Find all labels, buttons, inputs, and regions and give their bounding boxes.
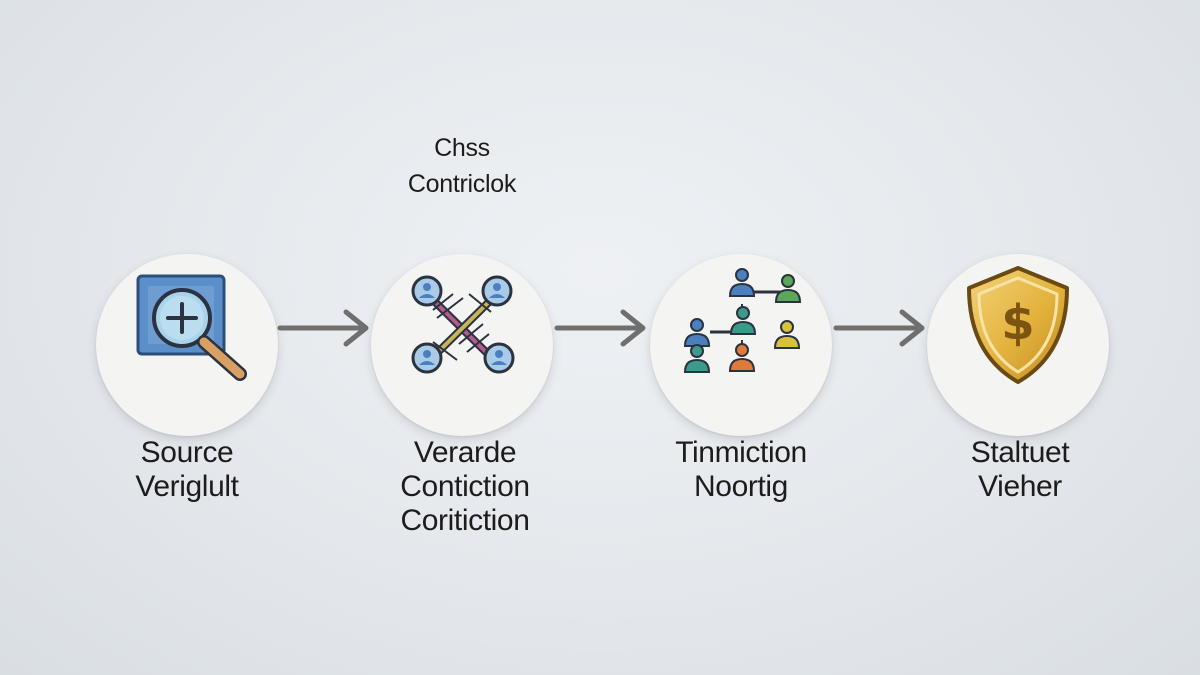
svg-text:$: $ bbox=[1001, 295, 1034, 351]
magnifier-plus-icon bbox=[136, 274, 247, 381]
step-2-node bbox=[371, 254, 553, 436]
step-2-label: Verarde Contiction Coritiction bbox=[355, 436, 575, 538]
step-2-label-line-2: Contiction bbox=[400, 470, 530, 503]
diagram-heading: Chss Contriclok bbox=[362, 130, 562, 202]
step-4-label-line-2: Vieher bbox=[978, 470, 1062, 503]
step-3-label: Tinmiction Noortig bbox=[631, 436, 851, 504]
step-2-label-line-3: Coritiction bbox=[400, 504, 530, 537]
heading-line-1: Chss bbox=[434, 134, 490, 162]
people-network-icon bbox=[683, 268, 802, 373]
step-1-label: Source Veriglult bbox=[77, 436, 297, 504]
shield-dollar-icon: $ bbox=[967, 266, 1069, 384]
step-4-node: $ bbox=[927, 254, 1109, 436]
step-3-node bbox=[650, 254, 832, 436]
step-3-label-line-2: Noortig bbox=[694, 470, 788, 503]
flow-arrow-1 bbox=[277, 309, 369, 347]
step-2-label-line-1: Verarde bbox=[413, 436, 517, 469]
flow-arrow-3 bbox=[833, 309, 925, 347]
crossed-network-icon bbox=[411, 275, 515, 374]
step-3-label-line-1: Tinmiction bbox=[675, 436, 807, 469]
step-1-label-line-1: Source bbox=[140, 436, 234, 469]
step-1-label-line-2: Veriglult bbox=[135, 470, 239, 503]
step-4-label-line-1: Staltuet bbox=[970, 436, 1070, 469]
step-1-node bbox=[96, 254, 278, 436]
step-4-label: Staltuet Vieher bbox=[910, 436, 1130, 504]
heading-line-2: Contriclok bbox=[407, 170, 517, 198]
flow-arrow-2 bbox=[554, 309, 646, 347]
